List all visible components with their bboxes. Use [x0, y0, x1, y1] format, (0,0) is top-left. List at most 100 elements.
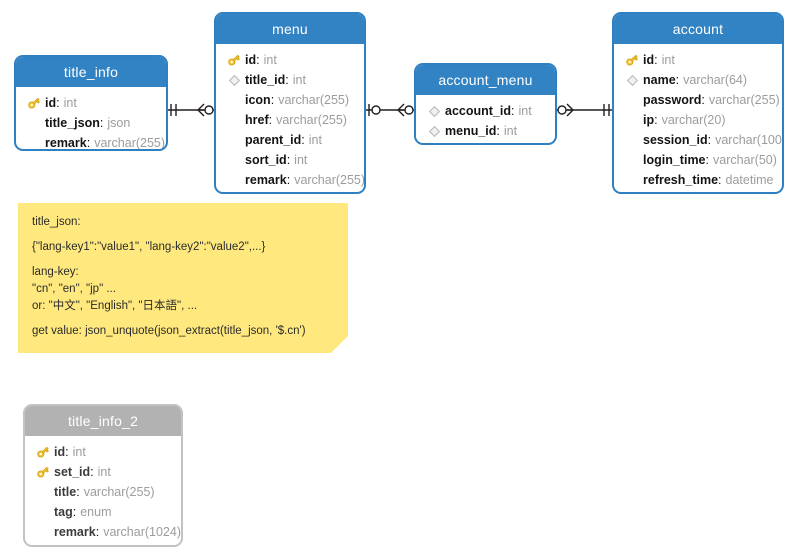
field-type: varchar(255): [294, 173, 366, 187]
field-name: title_json: [45, 116, 100, 130]
field-separator: :: [701, 93, 705, 107]
field-separator: :: [76, 485, 80, 499]
field-separator: :: [675, 73, 680, 87]
key-icon: [34, 444, 52, 460]
key-icon: [623, 52, 641, 68]
diamond-icon: [425, 103, 443, 119]
field-row[interactable]: title_id:int: [216, 70, 364, 90]
field-type: varchar(100): [715, 133, 784, 147]
field-name: account_id: [445, 104, 511, 118]
field-row[interactable]: title_json:json: [16, 113, 166, 133]
field-row[interactable]: account_id:int: [416, 101, 555, 121]
field-icon-none: [25, 115, 43, 131]
field-row[interactable]: password:varchar(255): [614, 90, 782, 110]
field-icon-none: [623, 112, 641, 128]
note-line: or: "中文", "English", "日本語", ...: [32, 300, 198, 312]
field-separator: :: [95, 525, 100, 539]
note-line: title_json:: [32, 216, 81, 228]
relationship-account_menu-account: [557, 103, 612, 117]
field-icon-none: [225, 112, 243, 128]
field-type: int: [661, 53, 675, 67]
entity-title-title_info[interactable]: title_info: [16, 57, 166, 87]
field-icon-none: [225, 172, 243, 188]
field-separator: :: [256, 53, 260, 67]
field-row[interactable]: icon:varchar(255): [216, 90, 364, 110]
field-row[interactable]: id:int: [216, 50, 364, 70]
field-row[interactable]: name:varchar(64): [614, 70, 782, 90]
field-name: remark: [45, 136, 87, 150]
field-separator: :: [65, 445, 69, 459]
field-type: varchar(64): [683, 73, 748, 87]
key-icon: [34, 464, 52, 480]
field-row[interactable]: id:int: [25, 442, 181, 462]
note-title_json_note[interactable]: title_json: {"lang-key1":"value1", "lang-…: [18, 203, 348, 353]
field-name: tag: [54, 505, 73, 519]
field-separator: :: [90, 465, 94, 479]
field-type: varchar(20): [661, 113, 726, 127]
field-row[interactable]: menu_id:int: [416, 121, 555, 141]
relationship-menu-account_menu: [366, 103, 414, 117]
field-row[interactable]: tag:enum: [25, 502, 181, 522]
field-row[interactable]: sort_id:int: [216, 150, 364, 170]
note-line: {"lang-key1":"value1", "lang-key2":"valu…: [32, 241, 266, 253]
field-name: remark: [54, 525, 96, 539]
field-row[interactable]: ip:varchar(20): [614, 110, 782, 130]
field-type: varchar(255): [94, 136, 166, 150]
field-icon-none: [25, 135, 43, 149]
field-separator: :: [270, 93, 275, 107]
field-name: title_id: [245, 73, 286, 87]
field-separator: :: [705, 153, 709, 167]
field-type: int: [263, 53, 277, 67]
field-type: varchar(255): [278, 93, 350, 107]
field-separator: :: [654, 53, 658, 67]
field-separator: :: [511, 104, 515, 118]
field-name: ip: [643, 113, 655, 127]
field-name: icon: [245, 93, 271, 107]
field-separator: :: [496, 124, 500, 138]
note-fold-corner-icon: [331, 336, 348, 353]
field-icon-none: [34, 484, 52, 500]
entity-title-account_menu[interactable]: account_menu: [416, 65, 555, 95]
field-row[interactable]: id:int: [16, 93, 166, 113]
field-row[interactable]: refresh_time:datetime: [614, 170, 782, 190]
field-separator: :: [707, 133, 712, 147]
field-row[interactable]: href:varchar(255): [216, 110, 364, 130]
field-icon-none: [225, 92, 243, 108]
field-type: varchar(255): [708, 93, 780, 107]
entity-title-title_info_2[interactable]: title_info_2: [25, 406, 181, 436]
field-type: varchar(50): [713, 153, 777, 167]
field-separator: :: [286, 173, 291, 187]
field-icon-none: [623, 92, 641, 108]
key-icon: [225, 52, 243, 68]
field-row[interactable]: set_id:int: [25, 462, 181, 482]
field-type: int: [292, 73, 306, 87]
field-name: id: [54, 445, 66, 459]
field-icon-none: [623, 152, 641, 168]
field-row[interactable]: session_id:varchar(100): [614, 130, 782, 150]
field-row[interactable]: id:int: [614, 50, 782, 70]
field-row[interactable]: title:varchar(255): [25, 482, 181, 502]
field-name: sort_id: [245, 153, 287, 167]
field-type: varchar(255): [83, 485, 155, 499]
field-row[interactable]: remark:varchar(255): [16, 133, 166, 150]
diamond-icon: [225, 72, 243, 88]
field-row[interactable]: parent_id:int: [216, 130, 364, 150]
field-row[interactable]: remark:varchar(1024): [25, 522, 181, 542]
entity-title-menu[interactable]: menu: [216, 14, 364, 44]
field-row[interactable]: remark:varchar(255): [216, 170, 364, 190]
field-icon-none: [34, 524, 52, 540]
entity-title-account[interactable]: account: [614, 14, 782, 44]
field-icon-none: [34, 504, 52, 520]
field-icon-none: [623, 132, 641, 148]
field-row[interactable]: login_time:varchar(50): [614, 150, 782, 170]
field-name: id: [245, 53, 257, 67]
field-type: int: [503, 124, 518, 138]
